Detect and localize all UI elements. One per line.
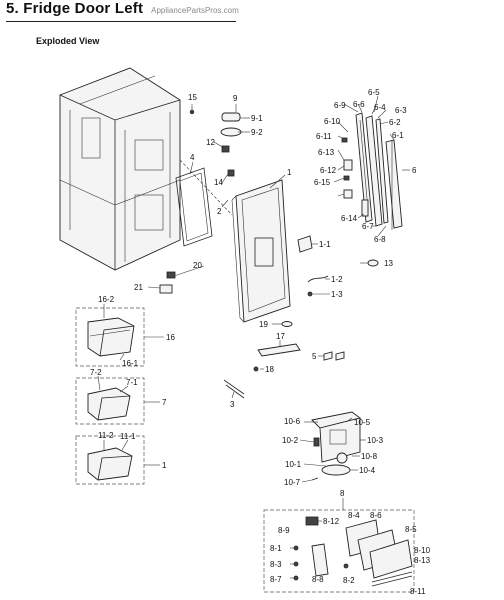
label-8-9: 8-9 — [278, 526, 290, 535]
door-bin-11 — [75, 435, 160, 485]
label-6-4: 6-4 — [374, 103, 386, 112]
label-8-2: 8-2 — [343, 576, 355, 585]
label-3: 3 — [230, 400, 235, 409]
label-1-2: 1-2 — [331, 275, 343, 284]
label-2: 2 — [217, 207, 222, 216]
label-10-5: 10-5 — [354, 418, 371, 427]
door-small-parts — [159, 109, 379, 399]
label-1-1: 1-1 — [319, 240, 331, 249]
label-6-7: 6-7 — [362, 222, 374, 231]
label-17: 17 — [276, 332, 285, 341]
label-6-5: 6-5 — [368, 88, 380, 97]
label-10-7: 10-7 — [284, 478, 301, 487]
label-14: 14 — [214, 178, 223, 187]
label-8-4: 8-4 — [348, 511, 360, 520]
label-6: 6 — [412, 166, 417, 175]
label-6-8: 6-8 — [374, 235, 386, 244]
label-15: 15 — [188, 93, 197, 102]
label-6-3: 6-3 — [395, 106, 407, 115]
label-5: 5 — [312, 352, 317, 361]
label-8-12: 8-12 — [323, 517, 340, 526]
label-11-2: 11-2 — [98, 431, 114, 440]
label-21: 21 — [134, 283, 143, 292]
label-6-12: 6-12 — [320, 166, 337, 175]
label-1-3: 1-3 — [331, 290, 343, 299]
label-8-3: 8-3 — [270, 560, 282, 569]
label-8-8: 8-8 — [312, 575, 324, 584]
label-8: 8 — [340, 489, 345, 498]
label-9: 9 — [233, 94, 238, 103]
door-bin-7 — [75, 375, 160, 425]
watermark: AppliancePartsPros.com — [151, 6, 239, 15]
label-4: 4 — [190, 153, 195, 162]
page-title: 5. Fridge Door Left — [6, 0, 144, 17]
fridge-cabinet — [59, 67, 233, 271]
label-8-7: 8-7 — [270, 575, 282, 584]
label-9-2: 9-2 — [251, 128, 263, 137]
label-10-8: 10-8 — [361, 452, 378, 461]
label-10-3: 10-3 — [367, 436, 384, 445]
label-10-6: 10-6 — [284, 417, 301, 426]
label-6-14: 6-14 — [341, 214, 358, 223]
leader-lines — [147, 104, 368, 399]
label-6-6: 6-6 — [353, 100, 365, 109]
label-8-1: 8-1 — [270, 544, 282, 553]
title-row: 5. Fridge Door Left AppliancePartsPros.c… — [6, 0, 239, 22]
label-16: 16 — [166, 333, 175, 342]
label-8-6: 8-6 — [370, 511, 382, 520]
label-9-1: 9-1 — [251, 114, 263, 123]
hinge-rail-assembly — [333, 95, 410, 237]
subtitle: Exploded View — [36, 36, 100, 46]
label-8-5: 8-5 — [405, 525, 417, 534]
label-6-2: 6-2 — [389, 118, 401, 127]
label-20: 20 — [193, 261, 202, 270]
label-10-1: 10-1 — [285, 460, 302, 469]
label-12: 12 — [206, 138, 215, 147]
label-8-13: 8-13 — [414, 556, 431, 565]
door-bin-16 — [75, 304, 164, 367]
label-6-1: 6-1 — [392, 131, 404, 140]
label-6-11: 6-11 — [316, 132, 332, 141]
label-1b: 1 — [162, 461, 167, 470]
dispenser-cover-assembly-8 — [263, 498, 415, 593]
label-19: 19 — [259, 320, 268, 329]
label-1: 1 — [287, 168, 292, 177]
label-13: 13 — [384, 259, 393, 268]
label-6-9: 6-9 — [334, 101, 346, 110]
label-16-2: 16-2 — [98, 295, 115, 304]
label-11-1: 11-1 — [120, 432, 136, 441]
label-16-1: 16-1 — [122, 359, 139, 368]
label-7-1: 7-1 — [126, 378, 138, 387]
label-6-13: 6-13 — [318, 148, 335, 157]
label-18: 18 — [265, 365, 274, 374]
door-panel — [231, 179, 291, 323]
label-10-2: 10-2 — [282, 436, 299, 445]
dispenser-assembly-10 — [299, 411, 366, 483]
label-8-11: 8-11 — [410, 587, 426, 596]
door-gasket — [175, 167, 213, 247]
callout-labels: 15 9 9-1 9-2 12 4 14 2 1 1-1 13 1-2 1-3 … — [90, 88, 431, 596]
label-10-4: 10-4 — [359, 466, 376, 475]
label-6-10: 6-10 — [324, 117, 341, 126]
label-7-2: 7-2 — [90, 368, 102, 377]
title-rule — [6, 21, 236, 22]
label-8-10: 8-10 — [414, 546, 431, 555]
label-6-15: 6-15 — [314, 178, 331, 187]
label-7: 7 — [162, 398, 167, 407]
